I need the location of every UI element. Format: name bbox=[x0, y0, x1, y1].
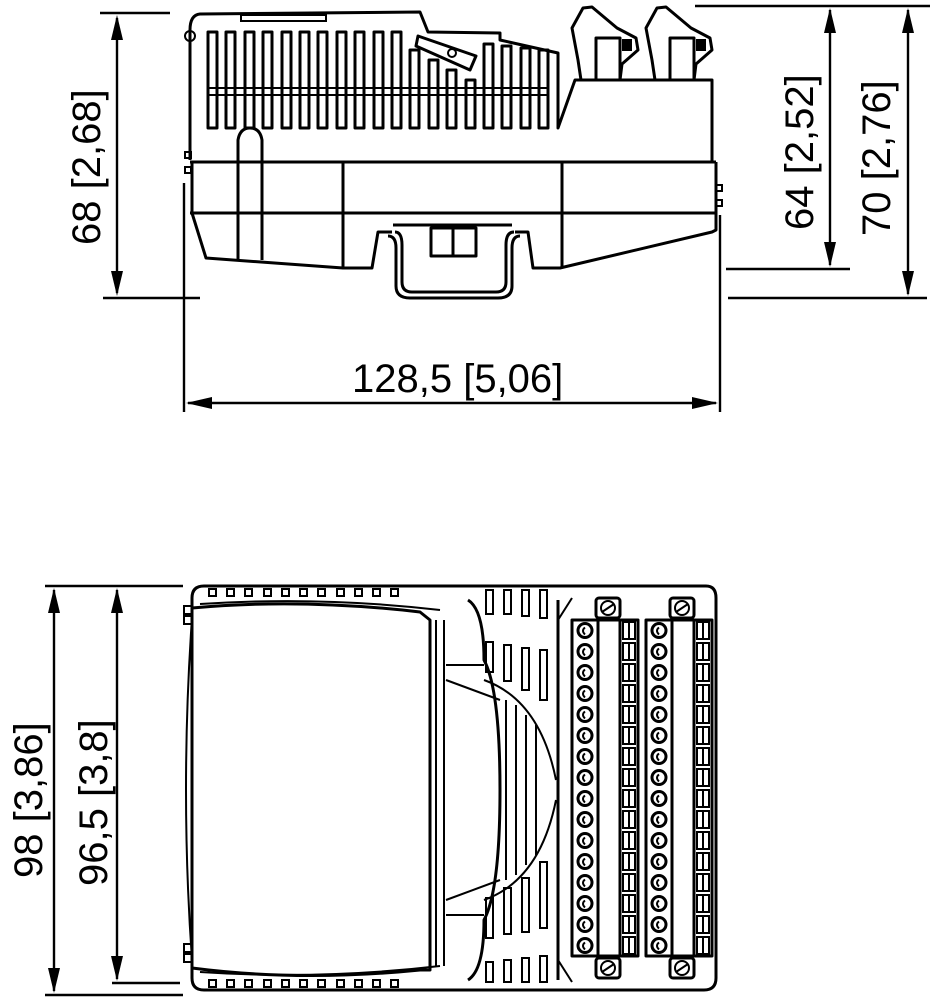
terminal-screw-icon bbox=[650, 790, 668, 807]
arrow-right-icon bbox=[692, 397, 718, 409]
arrow-up-icon bbox=[111, 15, 123, 40]
terminal-screw-icon bbox=[650, 769, 668, 786]
arrow-up-icon bbox=[902, 8, 914, 33]
edge-vents bbox=[208, 588, 548, 988]
terminal-screw-icon bbox=[650, 706, 668, 723]
terminal-screw-icon bbox=[576, 769, 594, 786]
dimension-depth-98-96-5: 98 [3,86] 96,5 [3,8] bbox=[7, 584, 183, 997]
terminal-screw-icon bbox=[576, 643, 594, 660]
terminal-screw-icon bbox=[650, 874, 668, 891]
terminal-screw-icon bbox=[650, 811, 668, 828]
terminal-screw-icon bbox=[576, 727, 594, 744]
arrow-up-icon bbox=[48, 588, 60, 613]
terminal-screw-icon bbox=[576, 937, 594, 954]
terminal-screw-icon bbox=[650, 622, 668, 639]
arrow-down-icon bbox=[824, 242, 836, 267]
terminal-strip-2 bbox=[644, 596, 714, 980]
top-connectors bbox=[570, 5, 714, 82]
arrow-up-icon bbox=[111, 588, 123, 613]
vent-slots bbox=[206, 30, 550, 130]
terminal-screw-icon bbox=[576, 622, 594, 639]
terminal-screw-icon bbox=[650, 685, 668, 702]
dimension-label-64: 64 [2,52] bbox=[778, 74, 822, 230]
top-view: 98 [3,86] 96,5 [3,8] bbox=[7, 584, 718, 997]
terminal-screw-icon bbox=[576, 895, 594, 912]
terminal-screw-icon bbox=[650, 748, 668, 765]
dimension-label-98: 98 [3,86] bbox=[7, 722, 51, 878]
terminal-screw-icon bbox=[576, 916, 594, 933]
side-view: 68 [2,68] 64 [2,52] 70 [2,76] 128,5 [5,0… bbox=[65, 4, 930, 412]
arrow-down-icon bbox=[902, 271, 914, 296]
dimension-label-68: 68 [2,68] bbox=[65, 89, 109, 245]
terminal-screw-icon bbox=[650, 643, 668, 660]
dimension-label-70: 70 [2,76] bbox=[855, 80, 899, 236]
arrow-down-icon bbox=[111, 271, 123, 296]
terminal-screw-icon bbox=[576, 685, 594, 702]
terminal-screw-icon bbox=[576, 853, 594, 870]
terminal-screw-icon bbox=[576, 874, 594, 891]
arrow-left-icon bbox=[186, 397, 212, 409]
housing-top-outline bbox=[183, 584, 718, 992]
dimension-height-64-70: 64 [2,52] 70 [2,76] bbox=[695, 4, 930, 300]
terminal-screw-icon bbox=[576, 706, 594, 723]
terminal-screw-icon bbox=[650, 727, 668, 744]
terminal-strip-1 bbox=[570, 596, 640, 980]
dimension-width-128-5: 128,5 [5,06] bbox=[182, 183, 722, 412]
terminal-screw-icon bbox=[576, 664, 594, 681]
dimension-label-128-5: 128,5 [5,06] bbox=[352, 357, 563, 401]
arrow-up-icon bbox=[824, 8, 836, 33]
terminal-screw-icon bbox=[650, 937, 668, 954]
terminal-screw-icon bbox=[576, 832, 594, 849]
terminal-screw-icon bbox=[650, 664, 668, 681]
arrow-down-icon bbox=[48, 968, 60, 993]
terminal-screw-icon bbox=[650, 895, 668, 912]
dimension-label-96-5: 96,5 [3,8] bbox=[72, 719, 116, 886]
terminal-screw-icon bbox=[576, 748, 594, 765]
terminal-screw-icon bbox=[576, 790, 594, 807]
terminal-screw-icon bbox=[650, 832, 668, 849]
dimension-height-68: 68 [2,68] bbox=[65, 11, 200, 300]
arrow-down-icon bbox=[111, 956, 123, 981]
terminal-screw-icon bbox=[650, 853, 668, 870]
housing-side-outline bbox=[184, 10, 723, 300]
terminal-screw-icon bbox=[650, 916, 668, 933]
terminal-screw-icon bbox=[576, 811, 594, 828]
